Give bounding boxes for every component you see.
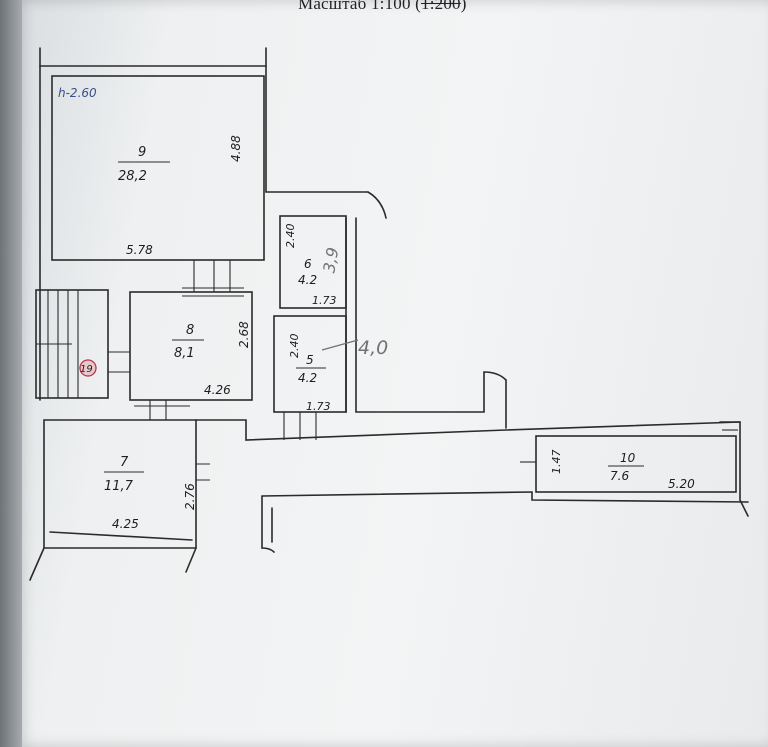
room-5-outline [273, 315, 347, 413]
stair-mark: 19 [79, 359, 97, 377]
room-9-length: 4.88 [229, 135, 243, 162]
room-6-area: 4.2 [298, 273, 317, 287]
room-10-height: 1.47 [550, 450, 563, 475]
room-6-height: 2.40 [284, 224, 297, 249]
room-8-width: 4.26 [204, 383, 231, 397]
room-7-area: 11,7 [104, 479, 134, 494]
room-10-outline [535, 435, 737, 493]
scale-title: Масштаб 1:100 (1:200) [298, 0, 467, 14]
room-9-width: 5.78 [126, 243, 153, 257]
room-8-label: 8 8,1 4.26 2.68 [172, 321, 251, 397]
walls [29, 47, 749, 581]
room-9-area: 28,2 [118, 169, 147, 184]
room-5-height: 2.40 [288, 334, 301, 359]
room-5-number: 5 [306, 353, 314, 367]
room-5-area: 4.2 [298, 371, 317, 385]
room-8-length: 2.68 [237, 321, 251, 348]
page-edge [0, 0, 22, 747]
crossed-scale: 1:200 [421, 0, 461, 13]
room-7-length: 2.76 [183, 483, 197, 510]
room-6-outline [279, 215, 347, 309]
ceiling-height-note: h-2.60 [58, 86, 97, 100]
room-8-number: 8 [186, 323, 194, 338]
room-6-number: 6 [304, 257, 312, 271]
room-10-label: 10 7.6 1.47 5.20 [550, 450, 695, 492]
pencil-note-1: 3,9 [319, 246, 342, 274]
room-9-label: 9 28,2 5.78 4.88 [118, 135, 243, 257]
room-6-label: 6 4.2 2.40 1.73 [284, 224, 337, 308]
paper-sheet [14, 0, 768, 747]
room-7-label: 7 11,7 4.25 2.76 [104, 455, 197, 531]
room-5-label: 5 4.2 2.40 1.73 [288, 334, 331, 414]
room-5-width: 1.73 [306, 400, 331, 413]
room-10-length: 5.20 [668, 477, 695, 491]
room-8-outline [129, 291, 253, 401]
room-6-width: 1.73 [312, 294, 337, 307]
room-7-width: 4.25 [112, 517, 139, 531]
room-9-outline [51, 75, 265, 261]
room-10-number: 10 [620, 451, 636, 465]
room-9-number: 9 [138, 145, 146, 160]
room-10-area: 7.6 [610, 469, 629, 483]
room-7-number: 7 [120, 455, 129, 470]
pencil-note-2: 4,0 [358, 337, 388, 359]
room-8-area: 8,1 [174, 346, 195, 361]
svg-text:19: 19 [80, 364, 93, 375]
